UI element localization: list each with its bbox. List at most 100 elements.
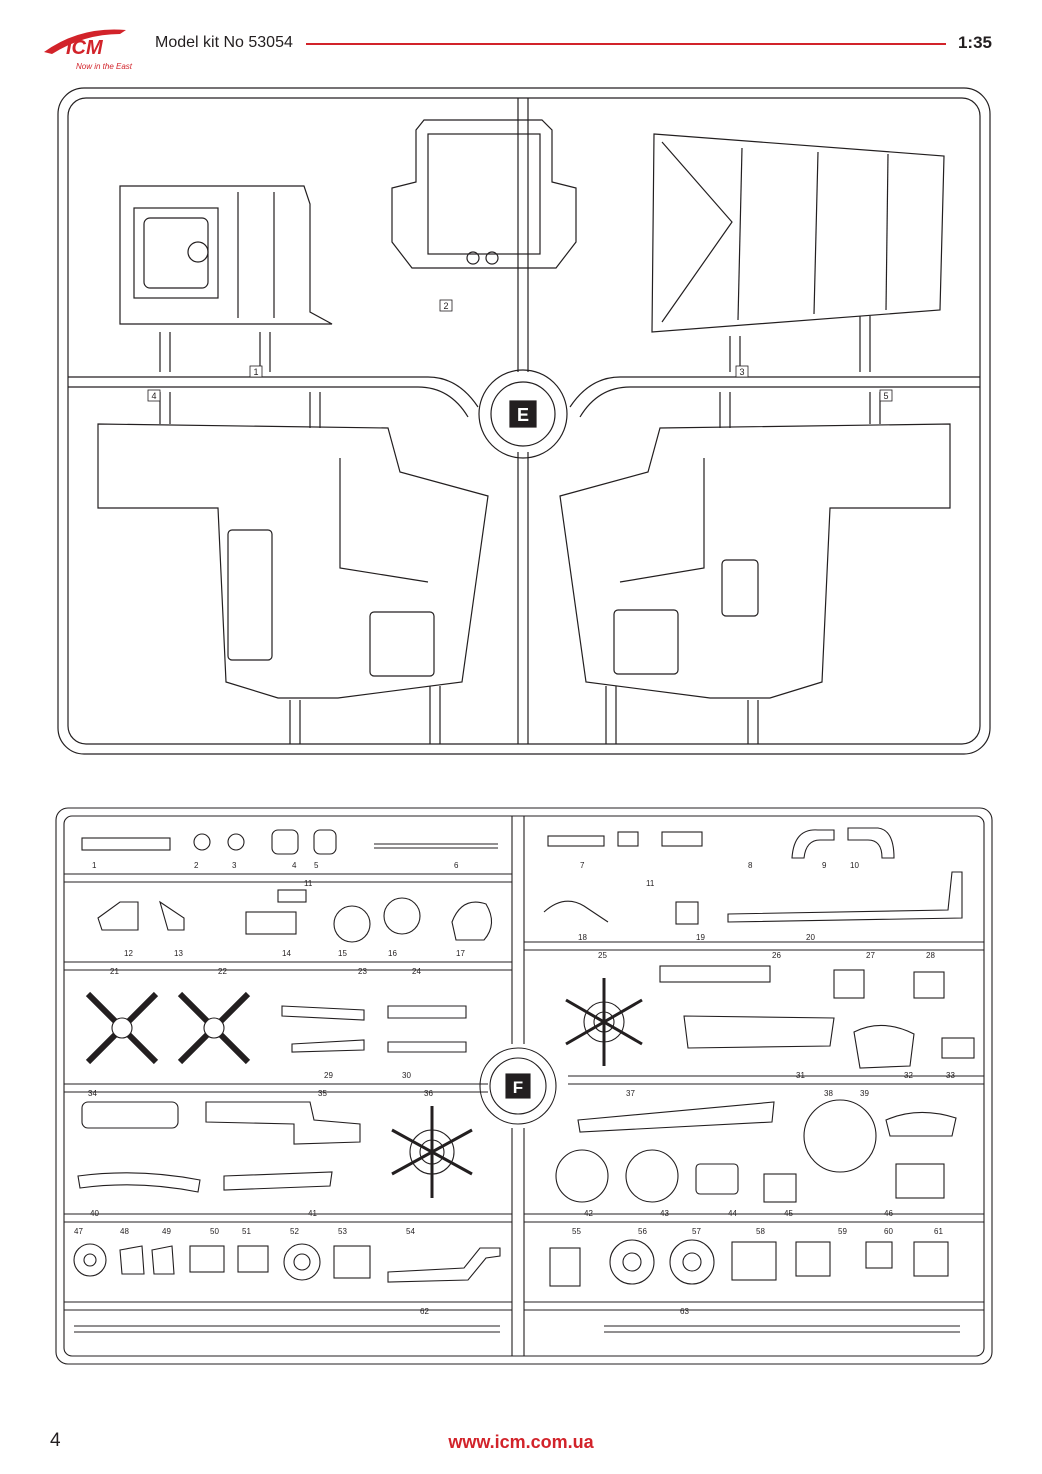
sprue-f-label-27: 27 xyxy=(866,951,875,960)
sprue-e-label-4: 4 xyxy=(151,391,156,401)
sprue-f-label-1: 1 xyxy=(92,861,97,870)
sprue-e-part-5 xyxy=(559,423,951,699)
sprue-f-label-52: 52 xyxy=(290,1227,299,1236)
sprue-f-label-49: 49 xyxy=(162,1227,171,1236)
sprue-f-label-28: 28 xyxy=(926,951,935,960)
website-link[interactable]: www.icm.com.ua xyxy=(448,1432,594,1452)
sprue-e-label-1: 1 xyxy=(253,367,258,377)
logo-brand-text: ICM xyxy=(66,37,104,59)
sprue-f-label-30: 30 xyxy=(402,1071,411,1080)
sprue-f-label-33: 33 xyxy=(946,1071,955,1080)
sprue-f-diagram: F xyxy=(55,807,993,1365)
page-number: 4 xyxy=(50,1430,61,1451)
sprue-f-label-7: 7 xyxy=(580,861,585,870)
sprue-f-label-37: 37 xyxy=(626,1089,635,1098)
sprue-f-label-29: 29 xyxy=(324,1071,333,1080)
sprue-f-label-31: 31 xyxy=(796,1071,805,1080)
sprue-f-row-4-parts xyxy=(77,1099,957,1203)
sprue-f-label-55: 55 xyxy=(572,1227,581,1236)
sprue-f-label-35: 35 xyxy=(318,1089,327,1098)
sprue-e-frame-outer xyxy=(57,87,991,755)
sprue-f-label-47: 47 xyxy=(74,1227,83,1236)
sprue-f-label-42: 42 xyxy=(584,1209,593,1218)
sprue-f-label-14: 14 xyxy=(282,949,291,958)
sprue-f-label-2: 2 xyxy=(194,861,199,870)
sprue-f-label-58: 58 xyxy=(756,1227,765,1236)
sprue-f-label-54: 54 xyxy=(406,1227,415,1236)
sprue-f-label-40: 40 xyxy=(90,1209,99,1218)
sprue-f-row-5-parts xyxy=(73,1239,949,1287)
sprue-f-label-38: 38 xyxy=(824,1089,833,1098)
sprue-f-label-45: 45 xyxy=(784,1209,793,1218)
sprue-f-label-20: 20 xyxy=(806,933,815,942)
sprue-e-frame-inner xyxy=(67,97,981,745)
sprue-f-label-19: 19 xyxy=(696,933,705,942)
sprue-f-label-46: 46 xyxy=(884,1209,893,1218)
sprue-f-label-9: 9 xyxy=(822,861,827,870)
sprue-f-label-25: 25 xyxy=(598,951,607,960)
sprue-e-runner-v xyxy=(517,98,529,744)
sprue-f-label-17: 17 xyxy=(456,949,465,958)
sprue-f-label-22: 22 xyxy=(218,967,227,976)
sprue-e-label-5: 5 xyxy=(883,391,888,401)
sprue-f-label-53: 53 xyxy=(338,1227,347,1236)
sprue-f-label-12: 12 xyxy=(124,949,133,958)
logo-tagline-text: Now in the East xyxy=(76,62,133,71)
page-header: ICM Now in the East Model kit No 53054 1… xyxy=(0,0,1042,80)
sprue-e-label-2: 2 xyxy=(443,301,448,311)
sprue-e-part-2 xyxy=(391,119,577,269)
sprue-e-hub-outer xyxy=(478,369,568,459)
sprue-f-runners-left xyxy=(64,873,512,1311)
sprue-f-label-24: 24 xyxy=(412,967,421,976)
sprue-f-label-50: 50 xyxy=(210,1227,219,1236)
icm-logo: ICM Now in the East xyxy=(44,29,133,71)
header-rule xyxy=(306,43,946,45)
sprue-e-part-1 xyxy=(119,185,333,325)
sprue-f-label-41: 41 xyxy=(308,1209,317,1218)
sprue-f-rods xyxy=(74,1325,960,1333)
sprue-e-diagram: E 1 xyxy=(57,87,991,755)
sprue-f-label-13: 13 xyxy=(174,949,183,958)
sprue-f-label-26: 26 xyxy=(772,951,781,960)
sprue-f-label-39: 39 xyxy=(860,1089,869,1098)
sprue-f-label-21: 21 xyxy=(110,967,119,976)
sprue-f-label-63: 63 xyxy=(680,1307,689,1316)
sprue-f-label-43: 43 xyxy=(660,1209,669,1218)
sprue-f-row-1-parts xyxy=(81,827,895,859)
sprue-f-label-44: 44 xyxy=(728,1209,737,1218)
sprue-e-part-3 xyxy=(651,133,945,333)
sprue-f-label-59: 59 xyxy=(838,1227,847,1236)
sprue-f-label-5: 5 xyxy=(314,861,319,870)
sprue-f-label-61: 61 xyxy=(934,1227,943,1236)
sprue-f-runner-v xyxy=(511,816,525,1356)
sprue-f-label-10: 10 xyxy=(850,861,859,870)
sprue-f-label-23: 23 xyxy=(358,967,367,976)
sprue-f-letter: F xyxy=(513,1078,523,1097)
sprue-f-label-15: 15 xyxy=(338,949,347,958)
scale-label: 1:35 xyxy=(957,33,992,52)
sprue-f-label-48: 48 xyxy=(120,1227,129,1236)
sprue-f-label-4: 4 xyxy=(292,861,297,870)
sprue-e-label-3: 3 xyxy=(739,367,744,377)
sprue-e-gates xyxy=(159,316,881,744)
sprue-f-label-34: 34 xyxy=(88,1089,97,1098)
sprue-f-label-62: 62 xyxy=(420,1307,429,1316)
sprue-f-label-36: 36 xyxy=(424,1089,433,1098)
sprue-f-runners-right xyxy=(524,941,984,1311)
sprue-f-row-3-parts xyxy=(85,965,975,1069)
sprue-f-label-18: 18 xyxy=(578,933,587,942)
sprue-f-label-56: 56 xyxy=(638,1227,647,1236)
sprue-f-hub-inner xyxy=(489,1057,547,1115)
sprue-e-part-4 xyxy=(97,423,489,699)
kit-title: Model kit No 53054 xyxy=(155,34,293,51)
sprue-f-label-11b: 11 xyxy=(646,879,655,888)
sprue-f-label-51: 51 xyxy=(242,1227,251,1236)
sprue-f-hub-outer xyxy=(479,1047,557,1125)
sprue-f-label-6: 6 xyxy=(454,861,459,870)
sprue-f-part-labels: 1 2 3 4 5 6 7 8 9 10 11 11 12 13 14 15 1… xyxy=(74,861,955,1316)
sprue-f-label-60: 60 xyxy=(884,1227,893,1236)
sprue-f-label-8: 8 xyxy=(748,861,753,870)
sprue-f-row-2-parts xyxy=(97,871,963,943)
sprue-e-runner-h xyxy=(68,376,980,408)
sprue-f-label-57: 57 xyxy=(692,1227,701,1236)
